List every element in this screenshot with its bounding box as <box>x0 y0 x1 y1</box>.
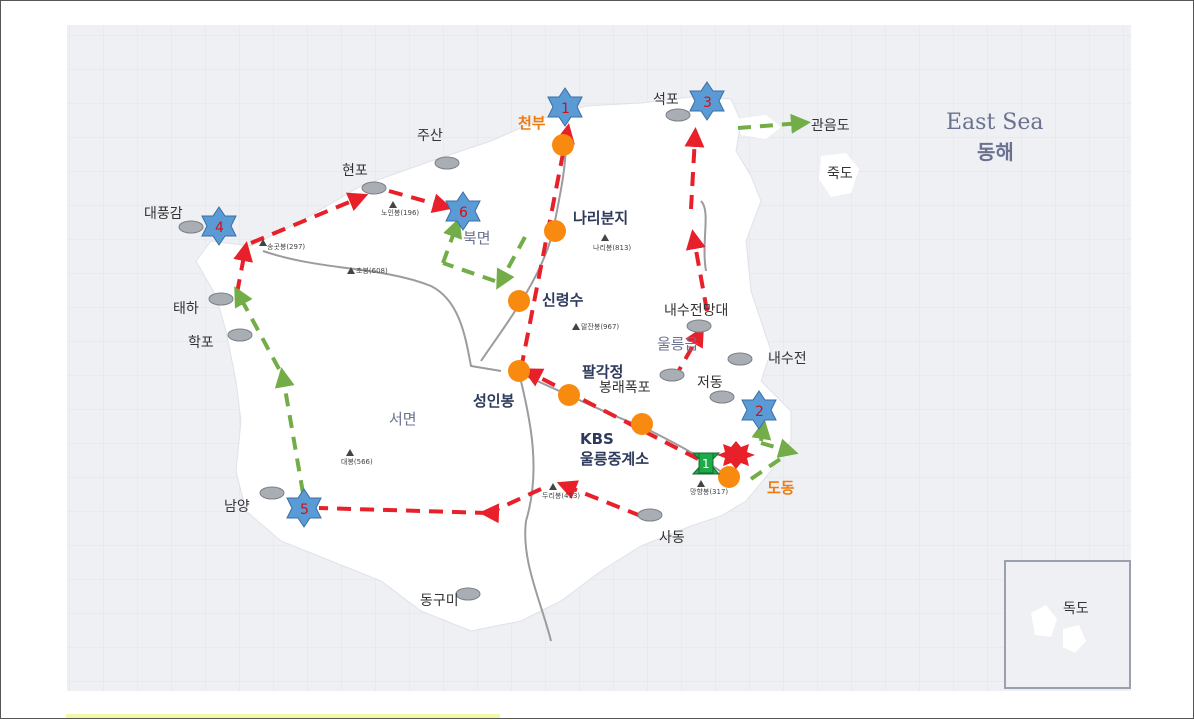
orange-point-kbs <box>631 413 653 435</box>
peak-label-chobong: 초봉(608) <box>356 267 388 275</box>
svg-text:3: 3 <box>703 95 712 111</box>
dokdo-west-island <box>1063 625 1086 653</box>
village-marker-hyeonpo <box>361 181 387 195</box>
place-label-cheonbu: 천부 <box>518 114 546 132</box>
village-label-bongnae-falls: 봉래폭포 <box>599 380 651 396</box>
place-label-relay-station: 울릉중계소 <box>580 450 649 468</box>
dokdo-inset-box <box>1004 560 1131 689</box>
village-marker-jusan <box>434 156 460 170</box>
peak-label-duribong: 두리봉(413) <box>542 491 580 500</box>
gwaneumdo-islet <box>736 115 781 139</box>
peak-label-manghyangbong: 망향봉(317) <box>690 487 728 496</box>
peak-label-songgotbong: 송곳봉(297) <box>267 243 305 251</box>
village-label-jeodong: 저동 <box>697 375 723 391</box>
ulleungdo-island <box>195 96 792 632</box>
village-marker-naesujeon <box>727 352 753 366</box>
village-label-hyeonpo: 현포 <box>342 163 368 179</box>
village-marker-naesujeon-observatory <box>686 319 712 333</box>
village-label-daepunggam: 대풍감 <box>144 206 183 222</box>
village-label-naesujeon-observatory: 내수전망대 <box>664 303 728 319</box>
place-label-dodong: 도동 <box>767 479 795 497</box>
orange-point-sinryeongsu <box>508 290 530 312</box>
village-label-jusan: 주산 <box>417 128 443 144</box>
waypoint-4: 4 <box>201 206 237 246</box>
orange-point-nari <box>544 220 566 242</box>
village-markers <box>178 108 753 601</box>
village-marker-donggumi <box>455 587 481 601</box>
village-marker-sadong <box>637 508 663 522</box>
peak-label-daebong: 대봉(566) <box>341 458 373 466</box>
village-marker-seokpo <box>665 108 691 122</box>
waypoint-3: 3 <box>689 81 725 121</box>
village-label-namyang: 남양 <box>224 499 250 515</box>
village-marker-jeodong <box>709 390 735 404</box>
waypoint-6: 6 <box>445 191 481 231</box>
sea-label-en: East Sea <box>946 110 1044 135</box>
place-label-seonginbong: 성인봉 <box>473 392 515 410</box>
orange-points <box>508 134 740 488</box>
place-label-sinryeongsu: 신령수 <box>542 291 584 309</box>
svg-text:5: 5 <box>300 502 309 518</box>
yellow-highlight-strip <box>66 714 500 718</box>
svg-text:6: 6 <box>459 205 468 221</box>
orange-point-palgakjeong <box>558 384 580 406</box>
region-label-bukmyeon: 북면 <box>463 229 491 247</box>
village-label-taeha: 태하 <box>173 301 199 317</box>
peak-markers <box>259 201 705 490</box>
burst-icon <box>717 441 755 469</box>
orange-point-cheonbu <box>552 134 574 156</box>
peak-label-maljanbong: 말잔봉(967) <box>581 322 619 331</box>
waypoint-1: 1 <box>547 87 583 127</box>
place-label-nari-basin: 나리분지 <box>573 209 628 227</box>
peak-label-naribong: 나리봉(813) <box>593 243 631 252</box>
village-label-seokpo: 석포 <box>653 92 679 108</box>
region-label-ulleungeup: 울릉읍 <box>657 335 698 353</box>
village-label-jukdo: 죽도 <box>827 166 853 182</box>
orange-point-dodong <box>718 466 740 488</box>
village-marker-taeha <box>208 292 234 306</box>
waypoint-2: 2 <box>741 390 777 430</box>
dokdo-label: 독도 <box>1063 601 1089 617</box>
orange-point-seonginbong <box>508 360 530 382</box>
waypoint-stars: 1 2 3 4 5 6 <box>201 81 777 528</box>
start-number: 1 <box>702 457 710 471</box>
svg-text:4: 4 <box>215 220 224 236</box>
village-label-donggumi: 동구미 <box>420 593 459 609</box>
jukdo-islet <box>819 153 859 197</box>
dokdo-east-island <box>1031 605 1057 637</box>
village-label-sadong: 사동 <box>659 530 685 546</box>
village-marker-hakpo <box>227 328 253 342</box>
peak-label-noinbong: 노인봉(196) <box>381 208 419 217</box>
green-route <box>234 113 811 494</box>
sea-label-ko: 동해 <box>977 140 1014 164</box>
village-label-gwaneumdo: 관음도 <box>811 118 850 134</box>
start-marker: 1 <box>691 452 721 475</box>
waypoint-5: 5 <box>286 488 322 528</box>
svg-text:2: 2 <box>755 404 764 420</box>
village-marker-namyang <box>259 486 285 500</box>
svg-text:1: 1 <box>561 101 570 117</box>
place-label-palgakjeong: 팔각정 <box>582 363 623 381</box>
village-label-hakpo: 학포 <box>188 335 214 351</box>
village-label-naesujeon: 내수전 <box>768 351 807 367</box>
village-marker-daepunggam <box>178 220 204 234</box>
place-label-kbs: KBS <box>580 430 614 448</box>
region-label-seomyeon: 서면 <box>389 410 417 428</box>
village-marker-bongnae <box>659 368 685 382</box>
